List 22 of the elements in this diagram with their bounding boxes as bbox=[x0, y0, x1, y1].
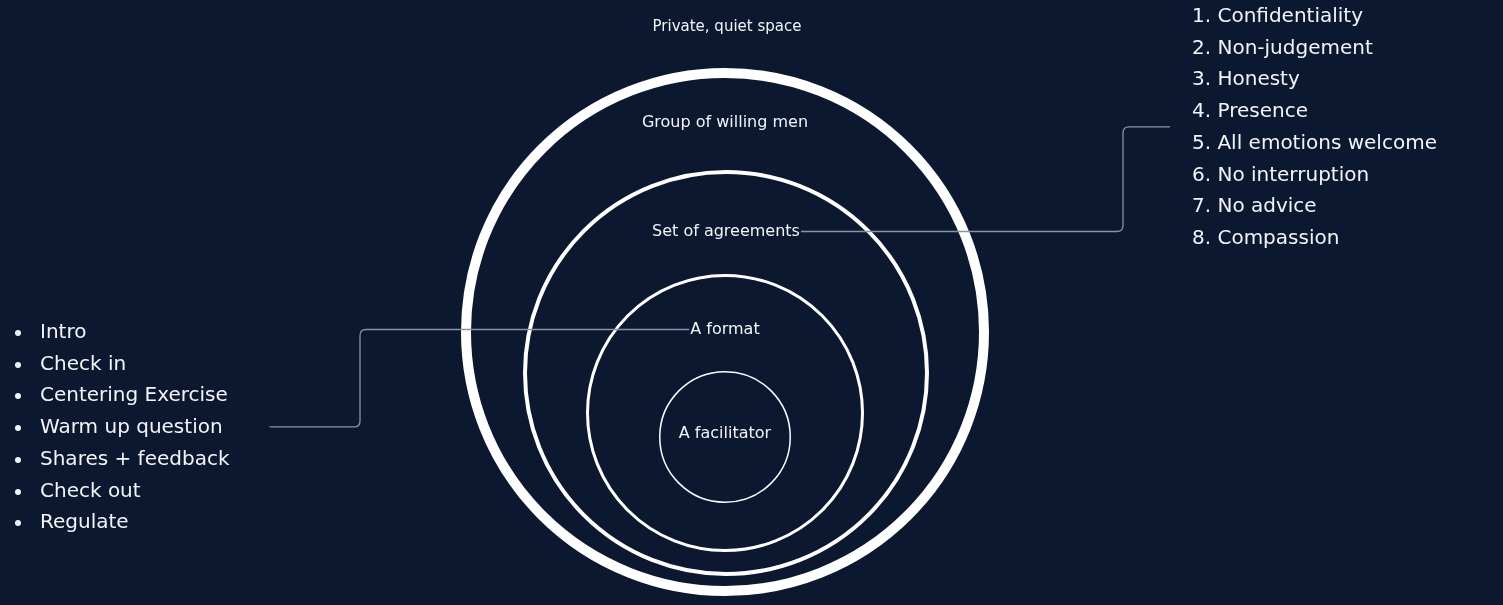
list-item: 5. All emotions welcome bbox=[1192, 128, 1437, 156]
list-item: 3. Honesty bbox=[1192, 65, 1301, 93]
list-item: 8. Compassion bbox=[1192, 223, 1341, 251]
space-label: Private, quiet space bbox=[652, 17, 802, 35]
leader-line bbox=[800, 126, 1171, 233]
list-item: 6. No interruption bbox=[1192, 160, 1371, 188]
list-item: Shares + feedback bbox=[15, 442, 230, 475]
list-item: Intro bbox=[15, 316, 230, 348]
list-item: 1. Confidentiality bbox=[1192, 2, 1365, 29]
list-item: Check in bbox=[15, 347, 230, 380]
list-item: 2. Non-judgement bbox=[1192, 33, 1374, 61]
list-item: Centering Exercise bbox=[15, 379, 230, 412]
list-item: 7. No advice bbox=[1192, 192, 1318, 220]
list-item: Check out bbox=[15, 474, 230, 507]
list-item: Warm up question bbox=[15, 411, 230, 443]
circle-label: A format bbox=[690, 319, 760, 338]
circle-label: A facilitator bbox=[678, 423, 772, 442]
leader-line bbox=[268, 328, 690, 428]
list-item: 4. Presence bbox=[1192, 97, 1309, 125]
circle-label: Set of agreements bbox=[652, 221, 800, 240]
list-item: Regulate bbox=[15, 506, 230, 538]
circle-label: Group of willing men bbox=[641, 112, 809, 131]
